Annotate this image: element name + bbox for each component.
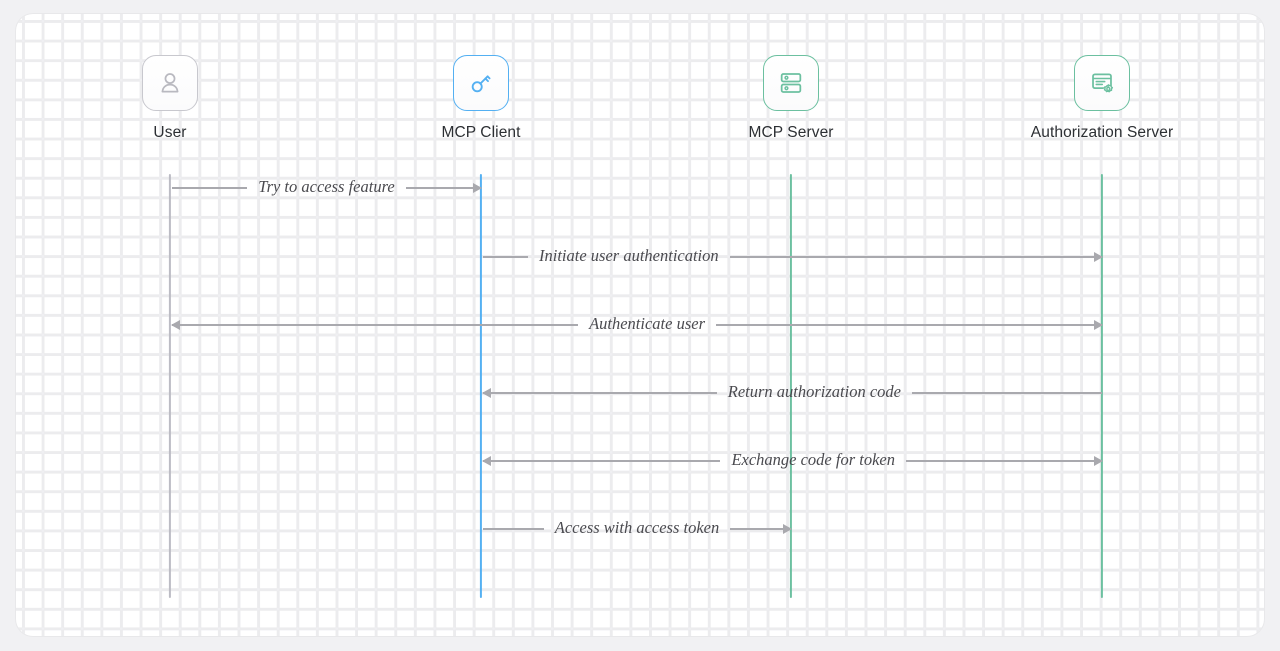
message-label: Try to access feature bbox=[258, 176, 395, 196]
message-line-right bbox=[716, 319, 1103, 330]
message-authenticate-user: Authenticate user bbox=[171, 310, 1103, 340]
message-exchange-code-for-token: Exchange code for token bbox=[482, 446, 1103, 476]
message-label: Access with access token bbox=[554, 517, 720, 537]
arrowhead-left-icon bbox=[171, 319, 180, 330]
actor-mcp-server-label: MCP Server bbox=[748, 124, 834, 141]
arrowhead-left-icon bbox=[482, 455, 491, 466]
actor-user-label: User bbox=[153, 124, 187, 141]
message-line-right bbox=[912, 392, 1102, 394]
person-icon bbox=[161, 73, 179, 93]
arrowhead-left-icon bbox=[482, 387, 491, 398]
message-try-to-access-feature: Try to access feature bbox=[172, 173, 483, 203]
server-stack-icon bbox=[780, 73, 802, 93]
lifeline-user bbox=[168, 174, 172, 598]
message-initiate-user-authentication: Initiate user authentication bbox=[483, 242, 1103, 272]
message-line-right bbox=[730, 523, 793, 534]
actor-mcp-client-icon-box bbox=[453, 55, 509, 111]
actor-user[interactable]: User bbox=[60, 55, 280, 142]
actor-authorization-server-label: Authorization Server bbox=[1030, 124, 1174, 141]
message-line-left bbox=[483, 256, 528, 258]
diagram-card: User MCP Client bbox=[16, 14, 1264, 636]
message-return-authorization-code: Return authorization code bbox=[482, 378, 1102, 408]
actor-mcp-client-label: MCP Client bbox=[441, 124, 521, 141]
message-line-right bbox=[405, 182, 483, 193]
message-line-left bbox=[482, 455, 721, 466]
message-label: Initiate user authentication bbox=[539, 245, 719, 265]
lifeline-server bbox=[789, 174, 793, 598]
sequence-diagram: User MCP Client bbox=[16, 14, 1264, 636]
message-line-left bbox=[171, 319, 579, 330]
message-label: Authenticate user bbox=[589, 313, 705, 333]
actor-mcp-server[interactable]: MCP Server bbox=[681, 55, 901, 142]
actor-authorization-server-icon-box bbox=[1074, 55, 1130, 111]
message-label: Exchange code for token bbox=[731, 449, 895, 469]
message-line-left bbox=[172, 187, 248, 189]
message-line-left bbox=[483, 528, 544, 530]
actor-mcp-server-icon-box bbox=[763, 55, 819, 111]
message-line-left bbox=[482, 387, 717, 398]
message-label: Return authorization code bbox=[727, 381, 901, 401]
document-gear-icon bbox=[1092, 73, 1114, 94]
message-line-right bbox=[906, 455, 1103, 466]
message-line-right bbox=[729, 251, 1103, 262]
actor-user-icon-box bbox=[142, 55, 198, 111]
key-icon bbox=[471, 75, 491, 93]
actor-authorization-server[interactable]: Authorization Server bbox=[992, 55, 1212, 142]
message-access-with-access-token: Access with access token bbox=[483, 514, 793, 544]
actor-mcp-client[interactable]: MCP Client bbox=[371, 55, 591, 142]
lifeline-client bbox=[479, 174, 483, 598]
lifeline-auth bbox=[1100, 174, 1104, 598]
